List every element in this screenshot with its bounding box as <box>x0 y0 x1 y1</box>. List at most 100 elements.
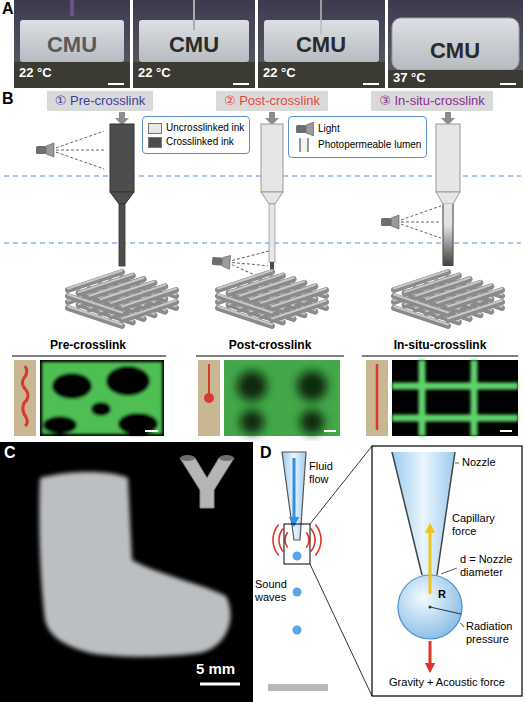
zoom-inset <box>372 446 522 696</box>
legend-text: Uncrosslinked ink <box>166 122 244 134</box>
micrograph-post <box>198 360 340 436</box>
micrograph-in-situ <box>366 360 518 436</box>
section-underline <box>196 355 344 356</box>
callout-label: Radiation pressure <box>466 620 520 645</box>
syringe-pre-crosslink <box>115 112 129 125</box>
photo-panel-a <box>320 0 322 34</box>
photo-text: CMU <box>149 32 239 57</box>
micrograph-pre <box>91 402 111 416</box>
callout-label: Capillary force <box>452 512 518 537</box>
micrograph-in-situ <box>419 360 426 436</box>
acoustic-printing-schematic <box>284 524 310 564</box>
legend-row: Light <box>294 122 421 136</box>
photo-text: CMU <box>410 38 500 63</box>
photo-panel-a <box>108 83 124 85</box>
acoustic-printing-schematic <box>293 458 296 522</box>
light-source <box>401 206 441 220</box>
section-heading: Post-crosslink <box>195 339 345 353</box>
scaffold-lattice <box>272 289 326 307</box>
syringe-in-situ-crosslink <box>443 204 453 266</box>
legend-symbol <box>294 138 314 152</box>
micrograph-pre <box>106 366 150 396</box>
syringe-post-crosslink <box>261 124 283 192</box>
micrograph-pre <box>118 413 158 435</box>
photo-panel-a <box>133 0 255 88</box>
micrograph-pre <box>22 366 28 426</box>
callout-label: Fluid flow <box>309 460 341 485</box>
micrograph-in-situ <box>392 360 518 436</box>
acoustic-printing-schematic <box>279 528 283 551</box>
micrograph-post <box>237 371 327 434</box>
syringe-in-situ-crosslink <box>436 112 460 266</box>
acoustic-printing-schematic <box>315 525 321 556</box>
micrograph-pre <box>40 360 164 436</box>
section-heading: Pre-crosslink <box>13 339 163 353</box>
acoustic-printing-schematic <box>311 528 315 551</box>
zoom-inset <box>429 641 432 668</box>
panel-letter: D <box>260 444 272 462</box>
micrograph-pre <box>145 430 158 432</box>
syringe-post-crosslink <box>261 192 283 204</box>
header-box: ③ In-situ-crosslink <box>371 91 493 111</box>
photo-panel-a <box>388 70 523 88</box>
photo-panel-a <box>233 83 249 85</box>
light-source <box>56 131 104 148</box>
syringe-post-crosslink <box>269 204 275 262</box>
scaffold-lattice <box>68 271 176 327</box>
photo-panel-a <box>258 62 385 88</box>
photo-panel-a <box>363 83 379 85</box>
photo-panel-a <box>20 20 124 62</box>
acoustic-printing-schematic <box>285 532 288 547</box>
micrograph-post <box>300 410 324 434</box>
radius-label: R <box>438 588 446 601</box>
legend-row: Uncrosslinked ink <box>148 122 244 134</box>
micrograph-post <box>208 364 210 393</box>
zoom-inset <box>461 623 465 627</box>
light-source <box>232 263 268 266</box>
scaffold-lattice <box>272 290 326 308</box>
legend-box: Uncrosslinked inkCrosslinked ink <box>142 116 250 154</box>
micrograph-pre <box>14 360 36 436</box>
zoom-inset <box>441 568 457 574</box>
legend-text: Crosslinked ink <box>166 136 234 148</box>
temperature-label: 37 °C <box>393 71 426 86</box>
zoom-inset <box>392 452 455 575</box>
micrograph-post <box>297 371 327 401</box>
callout-label: d = Nozzle diameter <box>460 553 520 578</box>
acoustic-printing-schematic <box>306 532 309 547</box>
syringe-pre-crosslink <box>119 204 125 266</box>
syringe-in-situ-crosslink <box>452 204 453 266</box>
acoustic-printing-schematic <box>310 446 372 524</box>
photo-panel-a <box>388 0 523 88</box>
header-box: ② Post-crosslink <box>216 91 328 111</box>
light-source <box>221 255 230 270</box>
micrograph-pre <box>42 362 162 434</box>
section-heading: In-situ-crosslink <box>362 339 518 353</box>
photo-panel-a <box>133 62 255 88</box>
micrograph-pre <box>14 360 164 436</box>
photo-panel-a <box>500 83 516 85</box>
photo-panel-c <box>0 442 253 702</box>
legend-swatch <box>148 137 162 148</box>
photo-panel-c <box>200 683 240 686</box>
micrograph-in-situ <box>392 415 518 422</box>
scaffold-lattice <box>68 271 502 327</box>
syringe-pre-crosslink <box>110 112 134 266</box>
photo-panel-a <box>258 0 385 88</box>
light-source <box>391 215 399 229</box>
syringe-in-situ-crosslink <box>436 192 460 204</box>
light-source <box>381 218 391 226</box>
light-source <box>401 224 441 238</box>
header-box: ① Pre-crosslink <box>47 91 153 111</box>
micrograph-post <box>204 393 214 403</box>
legend-text: Light <box>318 123 340 135</box>
zoom-inset <box>455 463 459 464</box>
acoustic-printing-schematic <box>273 525 321 556</box>
legend-swatch <box>148 123 162 134</box>
acoustic-printing-schematic <box>293 588 302 597</box>
scaffold-lattice <box>394 271 502 327</box>
acoustic-printing-schematic <box>282 452 306 540</box>
photo-text: CMU <box>276 32 366 57</box>
acoustic-printing-schematic <box>293 626 302 635</box>
